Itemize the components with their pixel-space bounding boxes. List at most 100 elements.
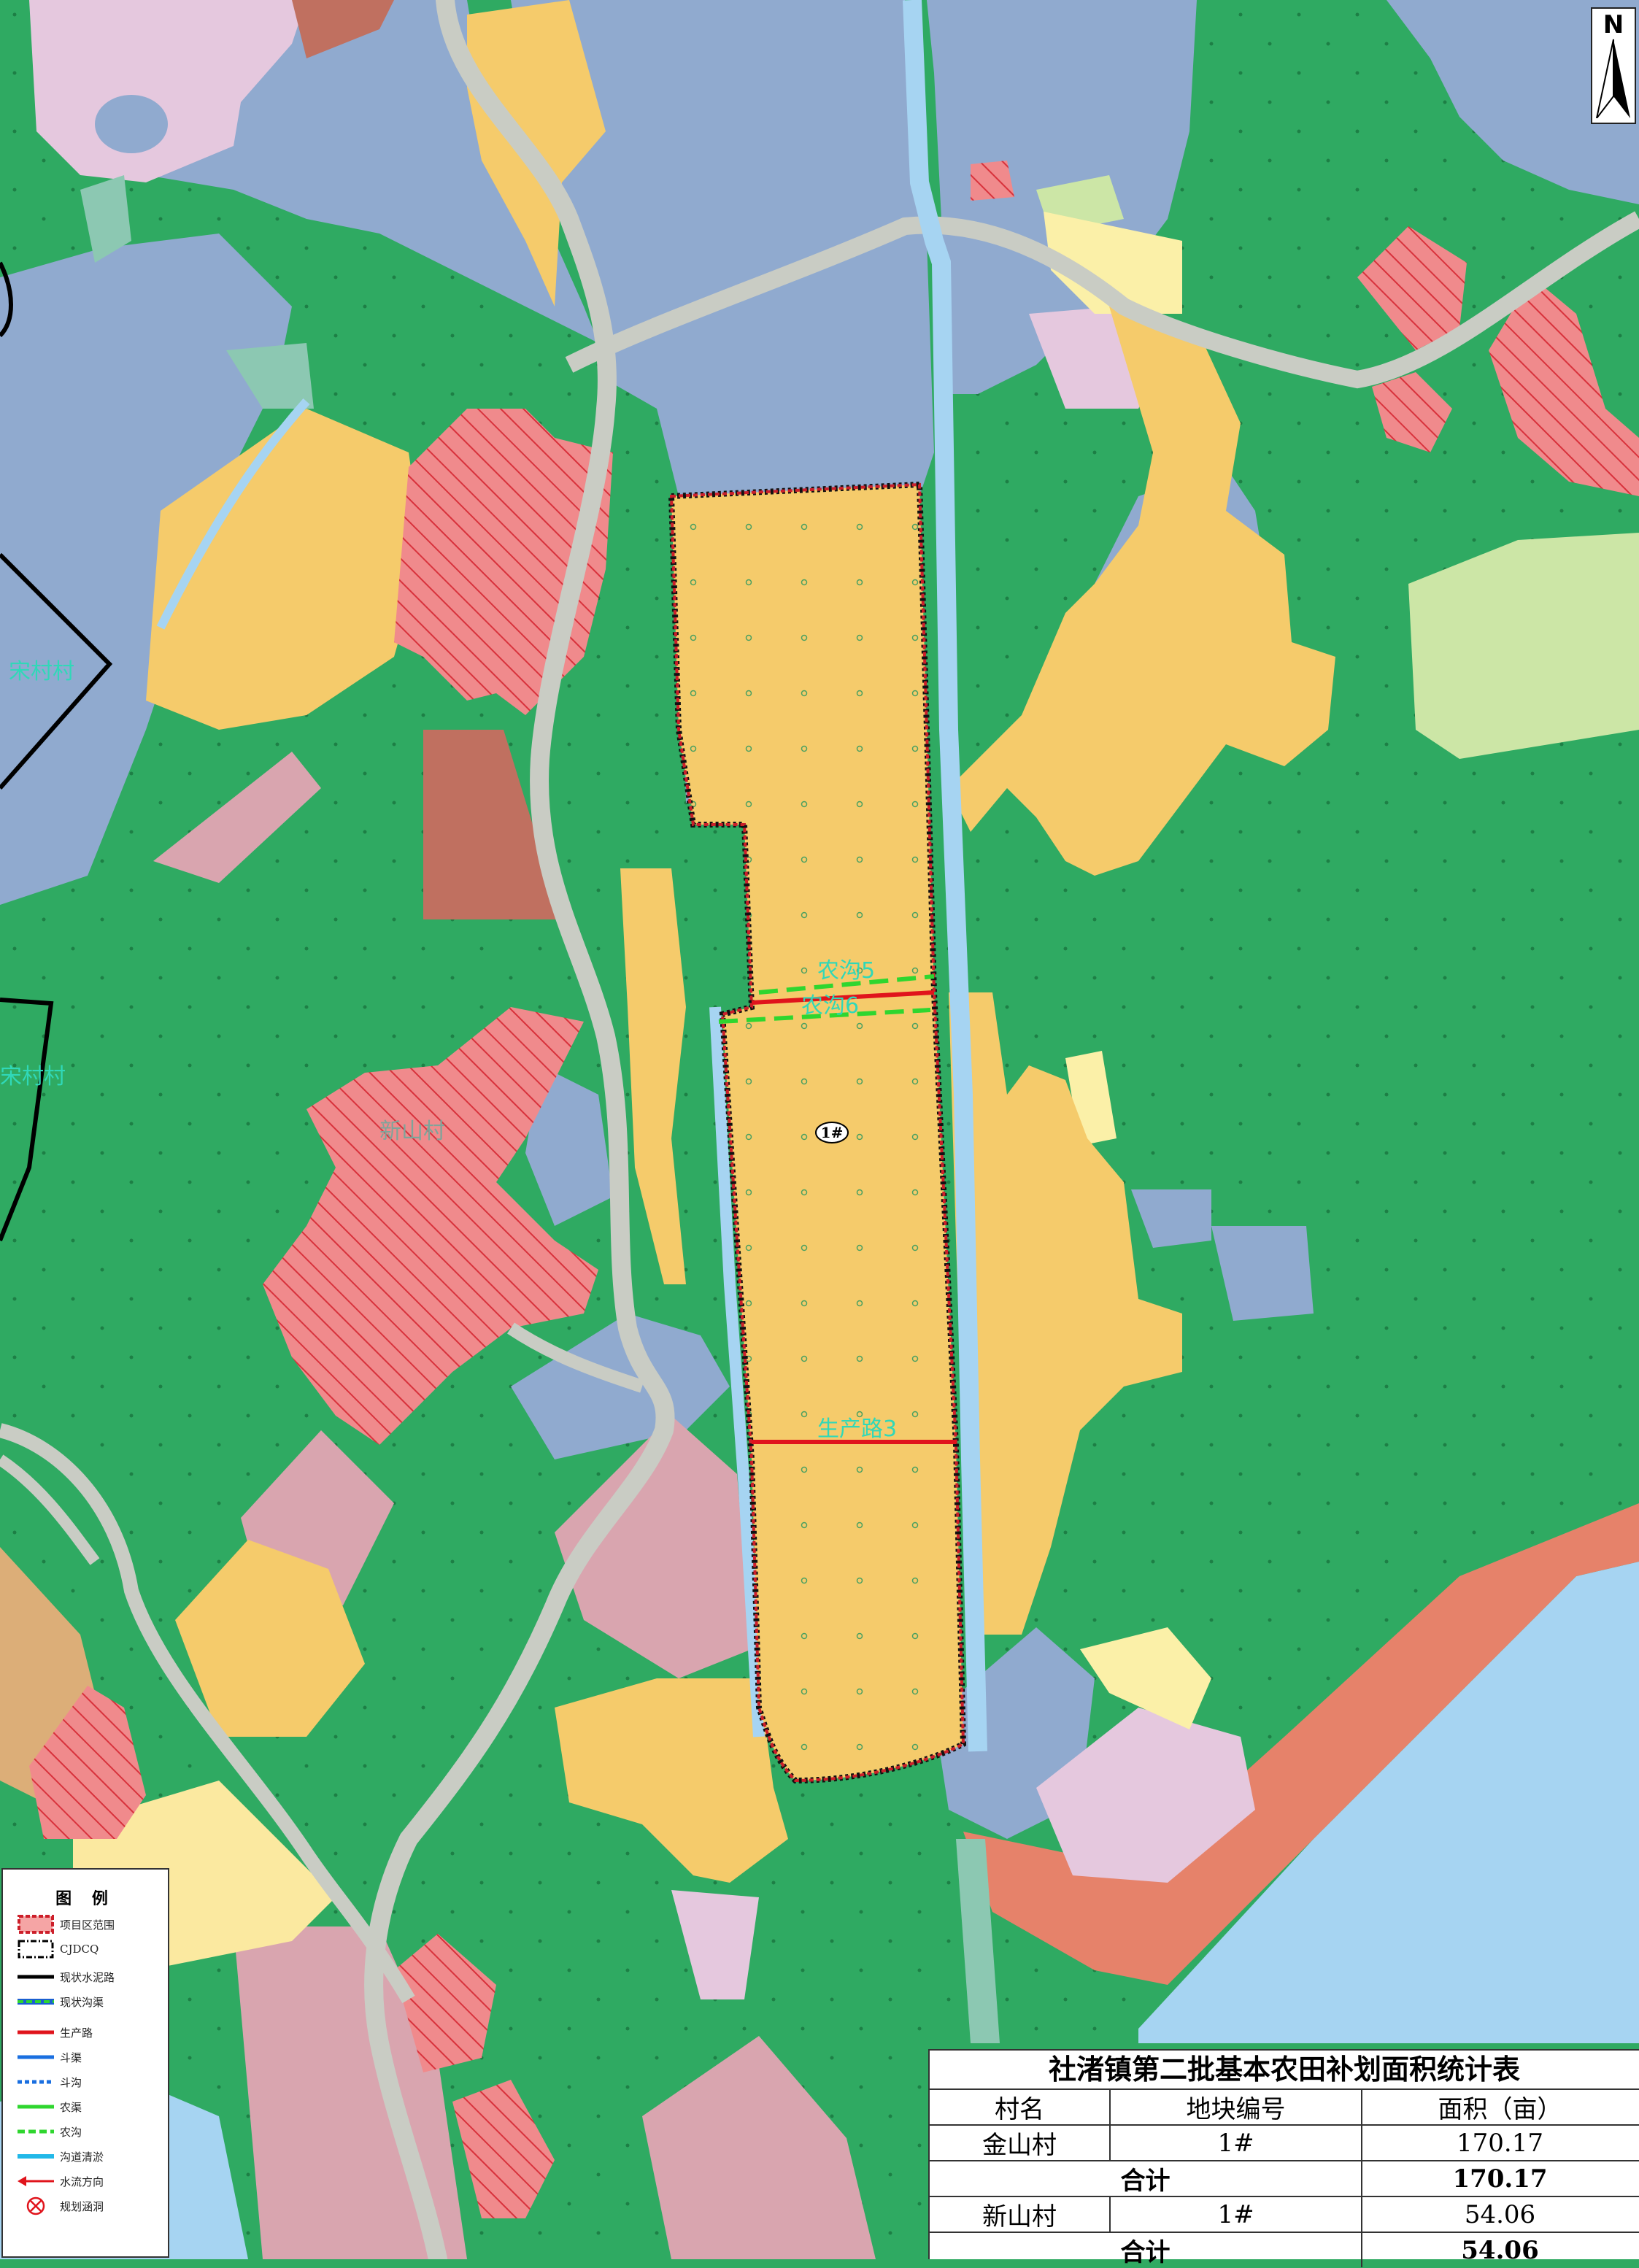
parcel-id-label: 1# xyxy=(821,1124,844,1141)
rose-parcel-5 xyxy=(642,2036,876,2259)
cell-subtotal-area: 54.06 xyxy=(1461,2235,1539,2265)
village-label-song-2: 宋村村 xyxy=(0,1064,66,1089)
rose-parcel-3 xyxy=(555,1416,752,1678)
legend-item-farm-ditch: 农沟 xyxy=(18,2122,163,2141)
table-header-row: 村名 地块编号 面积（亩） xyxy=(930,2090,1639,2126)
north-arrow-icon xyxy=(1596,39,1630,118)
pond-small-2 xyxy=(1131,1189,1211,1248)
legend-title: 图 例 xyxy=(55,1889,115,1908)
residential-southwest xyxy=(29,1686,146,1839)
cell-parcel: 1# xyxy=(1111,2126,1362,2160)
table-subtotal-row: 合计 54.06 xyxy=(930,2233,1639,2267)
legend-item-production-road: 生产路 xyxy=(18,2023,163,2042)
legend-label: 现状沟渠 xyxy=(60,1995,104,2009)
road-west-branch xyxy=(0,1454,100,1565)
header-village: 村名 xyxy=(930,2090,1111,2124)
legend-label: 现状水泥路 xyxy=(60,1970,115,1984)
cell-village: 新山村 xyxy=(930,2197,1111,2232)
farm-ditch-6 xyxy=(718,1008,931,1024)
teal-parcel-3 xyxy=(80,175,131,263)
farmland-northeast xyxy=(949,306,1335,876)
pond-small-1 xyxy=(525,1065,613,1226)
legend-item-cjdcq: CJDCQ xyxy=(18,1940,163,1959)
teal-strip-south-2 xyxy=(956,1839,1000,2043)
project-boundary-red xyxy=(669,482,965,1783)
legend-item-flow-direction: 水流方向 xyxy=(18,2172,163,2191)
legend-label: 规划涵洞 xyxy=(60,2199,104,2213)
header-area: 面积（亩） xyxy=(1438,2095,1562,2124)
north-letter: N xyxy=(1603,10,1624,39)
legend-label: 农渠 xyxy=(60,2100,82,2114)
admin-boundary-west xyxy=(0,261,113,1242)
existing-channel-line-icon xyxy=(18,1992,54,2011)
pond-small-3 xyxy=(1211,1226,1314,1321)
palegreen-parcel-east xyxy=(1408,533,1639,759)
canal-north xyxy=(903,0,987,1752)
ditch-6-label: 农沟6 xyxy=(801,993,859,1019)
road-center-branch xyxy=(507,1322,644,1393)
parcel-id-marker xyxy=(815,1122,849,1143)
table-subtotal-row: 合计 170.17 xyxy=(930,2161,1639,2197)
legend-item-project-boundary: 项目区范围 xyxy=(18,1915,163,1934)
residential-south-2 xyxy=(452,2080,555,2218)
pink-parcel-south xyxy=(671,1890,759,1999)
residential-center xyxy=(263,1007,598,1445)
road-3-label: 生产路3 xyxy=(817,1416,897,1442)
lake-southeast xyxy=(1138,1562,1639,2043)
cell-area: 54.06 xyxy=(1464,2199,1536,2229)
residential-south-1 xyxy=(394,1934,496,2072)
flow-direction-arrow-icon xyxy=(18,2172,54,2191)
road-west-south xyxy=(0,1423,415,2004)
canal-west xyxy=(709,1006,765,1737)
pink-parcel-northwest xyxy=(29,0,306,182)
rose-parcel-1 xyxy=(153,752,321,883)
pond-area-east-north xyxy=(1387,0,1639,204)
pink-parcel-southeast xyxy=(1036,1708,1255,1883)
legend-item-existing-channel: 现状沟渠 xyxy=(18,1992,163,2011)
ditch-5-label: 农沟5 xyxy=(817,958,875,984)
legend-label: 斗渠 xyxy=(60,2051,82,2064)
legend-label: 生产路 xyxy=(60,2026,93,2040)
cjdcq-boundary-swatch-icon xyxy=(18,1940,54,1959)
farm-ditch-5 xyxy=(758,974,935,995)
road-east-west-north xyxy=(565,211,1639,389)
cell-village: 金山村 xyxy=(930,2126,1111,2160)
teal-parcel-2 xyxy=(226,343,314,409)
canal-west-2 xyxy=(156,398,310,630)
legend-item-farm-canal: 农渠 xyxy=(18,2097,163,2116)
area-statistics-table: 社渚镇第二批基本农田补划面积统计表 村名 地块编号 面积（亩） 金山村 1# 1… xyxy=(928,2049,1639,2267)
cell-subtotal-label: 合计 xyxy=(930,2161,1362,2196)
farmland-south-center xyxy=(555,1678,788,1883)
paleyellow-parcel-1 xyxy=(1044,212,1182,314)
project-boundary-swatch-icon xyxy=(18,1915,54,1934)
legend-item-culvert: 规划涵洞 xyxy=(18,2196,163,2215)
farm-canal-line-icon xyxy=(18,2097,54,2116)
village-label-xinshan: 新山村 xyxy=(379,1119,445,1144)
cell-subtotal-area: 170.17 xyxy=(1452,2164,1548,2194)
table-row: 金山村 1# 170.17 xyxy=(930,2126,1639,2161)
legend-item-branch-canal: 斗渠 xyxy=(18,2048,163,2067)
header-parcel: 地块编号 xyxy=(1111,2090,1362,2124)
cell-subtotal-label: 合计 xyxy=(930,2233,1362,2267)
table-title: 社渚镇第二批基本农田补划面积统计表 xyxy=(930,2051,1639,2090)
cell-area: 170.17 xyxy=(1457,2128,1543,2158)
legend-label: CJDCQ xyxy=(60,1943,99,1956)
culvert-symbol-icon xyxy=(18,2196,54,2215)
farmland-east-strip xyxy=(949,992,1182,1635)
dredging-line-icon xyxy=(18,2147,54,2166)
farmland-center-west xyxy=(620,868,686,1284)
legend-label: 农沟 xyxy=(60,2125,82,2139)
legend-item-cement-road: 现状水泥路 xyxy=(18,1967,163,1986)
brown-parcel-1 xyxy=(423,730,562,919)
legend-label: 水流方向 xyxy=(60,2175,104,2188)
farm-ditch-line-icon xyxy=(18,2122,54,2141)
residential-northeast-1 xyxy=(1357,226,1467,350)
cell-parcel: 1# xyxy=(1111,2197,1362,2232)
legend-label: 斗沟 xyxy=(60,2075,82,2089)
residential-north-small xyxy=(971,161,1014,201)
table-row: 新山村 1# 54.06 xyxy=(930,2197,1639,2233)
residential-northeast-2 xyxy=(1489,277,1639,496)
village-label-song-1: 宋村村 xyxy=(9,659,74,684)
